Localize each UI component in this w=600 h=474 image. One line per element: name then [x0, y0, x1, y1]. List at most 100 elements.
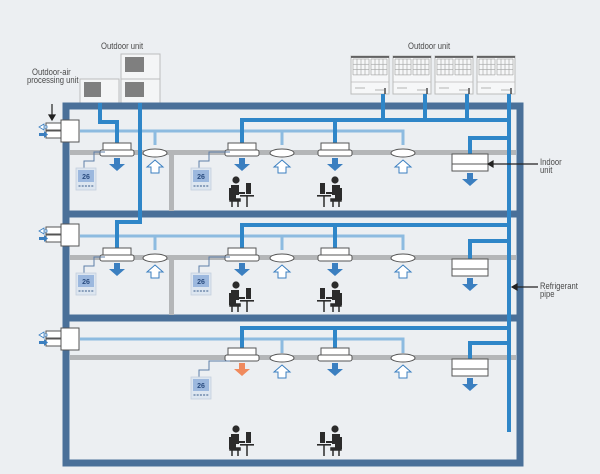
person-at-desk-icon: [229, 281, 254, 312]
ceiling-concealed-indoor-unit: [451, 153, 489, 186]
label-pointers: [47, 104, 538, 292]
controller-screen: [193, 379, 209, 391]
return-air-grille: [390, 148, 416, 174]
return-air-grille: [142, 253, 168, 279]
return-air-grille: [142, 148, 168, 174]
remote-controller: 26: [190, 272, 212, 296]
return-air-arrow-icon: [145, 159, 165, 174]
controller-cable: [83, 151, 105, 168]
exhaust-arrow-icon: [38, 331, 48, 339]
ceiling-concealed-indoor-unit: [451, 258, 489, 291]
controller-temperature: 26: [197, 174, 205, 181]
controller-screen: [193, 170, 209, 182]
remote-controller: 26: [75, 167, 97, 191]
remote-controller: 26: [190, 167, 212, 191]
indoor-unit-label-line2: unit: [540, 165, 553, 175]
refrigerant-pipe-label-line2: pipe: [540, 289, 555, 299]
intake-arrow-icon: [39, 339, 48, 346]
return-grille: [269, 253, 295, 263]
desk: [240, 444, 254, 446]
refrigerant-pipe-label-line1: Refrigerant: [540, 281, 578, 291]
outdoor-air-processing-units: [38, 119, 80, 351]
refrigerant-pipes: [98, 94, 511, 432]
exhaust-arrow-icon: [38, 123, 48, 131]
ceiling-cassette-unit: [317, 347, 353, 376]
ceiling-cassette-unit: [317, 142, 353, 171]
outdoor-unit-left-1: [79, 78, 120, 104]
return-air-grille: [390, 353, 416, 379]
cool-air-arrow-icon: [462, 378, 478, 391]
ceiling-cassette-unit: [224, 247, 260, 276]
controller-screen: [78, 170, 94, 182]
controller-temperature: 26: [197, 383, 205, 390]
controller-cable: [83, 256, 105, 273]
person-at-desk-icon: [317, 425, 342, 456]
controller-cable: [198, 151, 230, 168]
intake-arrow-icon: [39, 235, 48, 242]
return-grille: [142, 148, 168, 158]
desk: [240, 195, 254, 197]
return-grille: [390, 353, 416, 363]
return-air-arrow-icon: [393, 364, 413, 379]
outdoor-unit-right-2: [392, 55, 432, 95]
cool-air-arrow-icon: [327, 158, 343, 171]
return-air-grille: [390, 253, 416, 279]
return-grille: [269, 148, 295, 158]
outdoor-unit-right-group: [350, 55, 516, 95]
indoor-unit-label-line1: Indoor: [540, 157, 562, 167]
floors: 26 26 26 26 26: [75, 142, 489, 456]
duct-pipes: [80, 129, 405, 353]
cool-air-arrow-icon: [327, 263, 343, 276]
monitor-icon: [320, 432, 325, 443]
return-air-grille: [269, 353, 295, 379]
outdoor-air-label-line2: processing unit: [27, 75, 79, 85]
exhaust-arrow-icon: [38, 227, 48, 235]
remote-controller: 26: [75, 272, 97, 296]
outdoor-unit-right-3: [434, 55, 474, 95]
monitor-icon: [246, 432, 251, 443]
monitor-icon: [246, 183, 251, 194]
ceiling-concealed-indoor-unit: [451, 358, 489, 391]
return-air-arrow-icon: [393, 159, 413, 174]
return-air-arrow-icon: [145, 264, 165, 279]
outdoor-unit-right-1: [350, 55, 390, 95]
return-grille: [269, 353, 295, 363]
return-air-grille: [269, 148, 295, 174]
cool-air-arrow-icon: [109, 158, 125, 171]
outdoor-unit-right-4: [476, 55, 516, 95]
controller-temperature: 26: [82, 279, 90, 286]
ceiling-cassette-unit: [99, 247, 135, 276]
desk: [317, 444, 331, 446]
return-air-arrow-icon: [393, 264, 413, 279]
outdoor-air-processing-unit-2: [38, 223, 80, 247]
remote-controller: 26: [190, 376, 212, 400]
monitor-icon: [320, 183, 325, 194]
outdoor-unit-left-group: [79, 53, 161, 104]
outdoor-air-processing-unit-3: [38, 327, 80, 351]
outdoor-unit-left-3: [120, 78, 161, 104]
desk: [317, 195, 331, 197]
intake-arrow-icon: [39, 131, 48, 138]
monitor-icon: [246, 288, 251, 299]
person-at-desk-icon: [317, 176, 342, 207]
controller-cable: [198, 360, 230, 377]
return-air-grille: [269, 253, 295, 279]
controller-screen: [193, 275, 209, 287]
cool-air-arrow-icon: [327, 363, 343, 376]
ceiling-cassette-unit: [317, 247, 353, 276]
outdoor-unit-left-2: [120, 53, 161, 80]
floor-2: 26 26: [75, 247, 489, 312]
outdoor-unit-left-label: Outdoor unit: [101, 41, 144, 51]
person-at-desk-icon: [317, 281, 342, 312]
monitor-icon: [320, 288, 325, 299]
desk: [317, 300, 331, 302]
return-grille: [142, 253, 168, 263]
floor-3: 26 26: [75, 142, 489, 207]
ceiling-cassette-unit: [99, 142, 135, 171]
outdoor-air-label-line1: Outdoor-air: [32, 67, 71, 77]
ceiling-cassette-unit: [224, 347, 260, 376]
cool-air-arrow-icon: [462, 173, 478, 186]
return-air-arrow-icon: [272, 264, 292, 279]
person-at-desk-icon: [229, 425, 254, 456]
floor-1: 26: [190, 347, 489, 456]
